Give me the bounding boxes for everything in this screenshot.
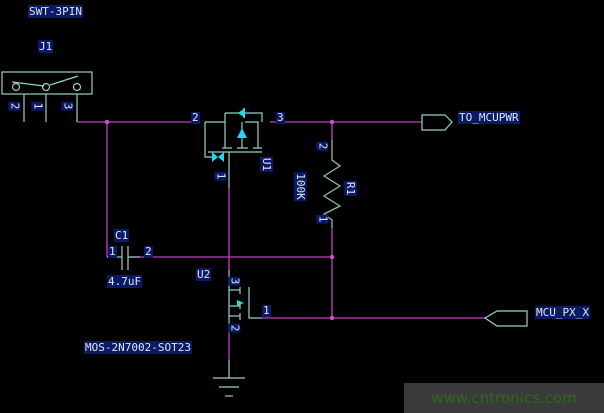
u1-pin-2: 2	[191, 111, 200, 124]
c1-ref-label: C1	[114, 229, 130, 242]
u2-pin-3: 3	[228, 276, 242, 286]
r1-ref-label: R1	[344, 180, 358, 197]
u1-ref-label: U1	[260, 156, 274, 173]
net-flags	[421, 114, 528, 327]
j1-switch-symbol	[1, 71, 93, 122]
u2-part-label: MOS-2N7002-SOT23	[84, 341, 192, 354]
flag-to-mcupwr	[421, 114, 453, 131]
j1-pin-3: 3	[61, 101, 75, 111]
u1-pin-3: 3	[276, 111, 285, 124]
watermark: www.cntronics.com	[404, 383, 604, 413]
flag-mcu-px-x	[483, 310, 528, 327]
wires	[77, 121, 485, 360]
j1-ref-label: J1	[38, 40, 54, 53]
u2-arrow	[237, 300, 244, 306]
j1-type-label: SWT-3PIN	[28, 5, 83, 18]
u1-pin-1: 1	[214, 171, 228, 181]
c1-pin-2: 2	[144, 245, 153, 258]
r1-value-label: 100K	[293, 172, 307, 201]
j1-pin-1: 1	[31, 101, 45, 111]
c1-pin-1: 1	[108, 245, 117, 258]
r1-pin-1: 1	[316, 214, 330, 224]
ground-icon	[213, 360, 245, 397]
u2-pin-2: 2	[228, 323, 242, 333]
u2-pin-1: 1	[262, 304, 271, 317]
junctions	[104, 119, 335, 321]
c1-value-label: 4.7uF	[107, 275, 143, 288]
net-label-mcu-px-x: MCU_PX_X	[535, 306, 590, 319]
u2-ref-label: U2	[196, 268, 212, 281]
r1-pin-2: 2	[316, 141, 330, 151]
j1-pin-2: 2	[8, 101, 22, 111]
net-label-to-mcupwr: TO_MCUPWR	[458, 111, 520, 124]
